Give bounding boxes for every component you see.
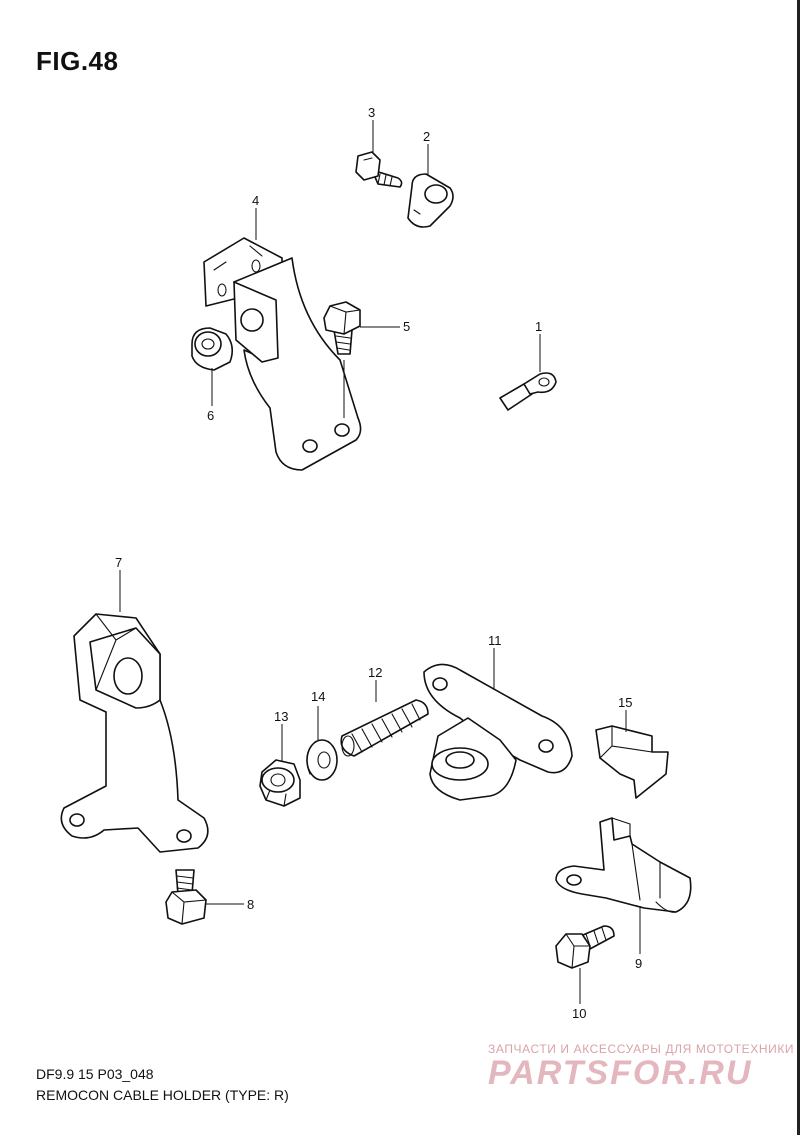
part-5-bolt (323, 301, 361, 355)
callout-12: 12 (368, 665, 382, 680)
part-2-cable-clamp (407, 173, 454, 228)
watermark-tagline: ЗАПЧАСТИ И АКСЕССУАРЫ ДЛЯ МОТОТЕХНИКИ (488, 1042, 795, 1056)
callout-6: 6 (207, 408, 214, 423)
part-6-grommet (191, 327, 234, 371)
callout-7: 7 (115, 555, 122, 570)
callout-13: 13 (274, 709, 288, 724)
callout-9: 9 (635, 956, 642, 971)
callout-2: 2 (423, 129, 430, 144)
figure-code: DF9.9 15 P03_048 (36, 1066, 154, 1082)
callout-11: 11 (488, 633, 502, 648)
callout-4: 4 (252, 193, 259, 208)
leader-lines (119, 120, 641, 1004)
callout-14: 14 (311, 689, 325, 704)
part-12-stud-bolt (340, 699, 429, 757)
callout-3: 3 (368, 105, 375, 120)
callout-5: 5 (403, 319, 410, 334)
callout-1: 1 (535, 319, 542, 334)
part-11-plate (423, 663, 573, 801)
part-14-washer (306, 739, 338, 781)
watermark-logo: PARTSFOR.RU (488, 1054, 753, 1092)
part-8-bolt (165, 869, 207, 925)
part-3-bolt (355, 151, 403, 188)
figure-caption: REMOCON CABLE HOLDER (TYPE: R) (36, 1087, 289, 1103)
part-9-bracket (555, 817, 692, 913)
part-13-nut (259, 759, 301, 807)
callout-8: 8 (247, 897, 254, 912)
part-7-lower-bracket (60, 613, 209, 853)
part-4-upper-bracket (203, 237, 362, 471)
figure-title: FIG.48 (36, 46, 119, 76)
part-15-clip (595, 725, 669, 799)
callout-15: 15 (618, 695, 632, 710)
part-10-bolt (555, 925, 615, 969)
part-1-ring-terminal (499, 372, 557, 411)
page-border (797, 0, 800, 1135)
callout-10: 10 (572, 1006, 586, 1021)
